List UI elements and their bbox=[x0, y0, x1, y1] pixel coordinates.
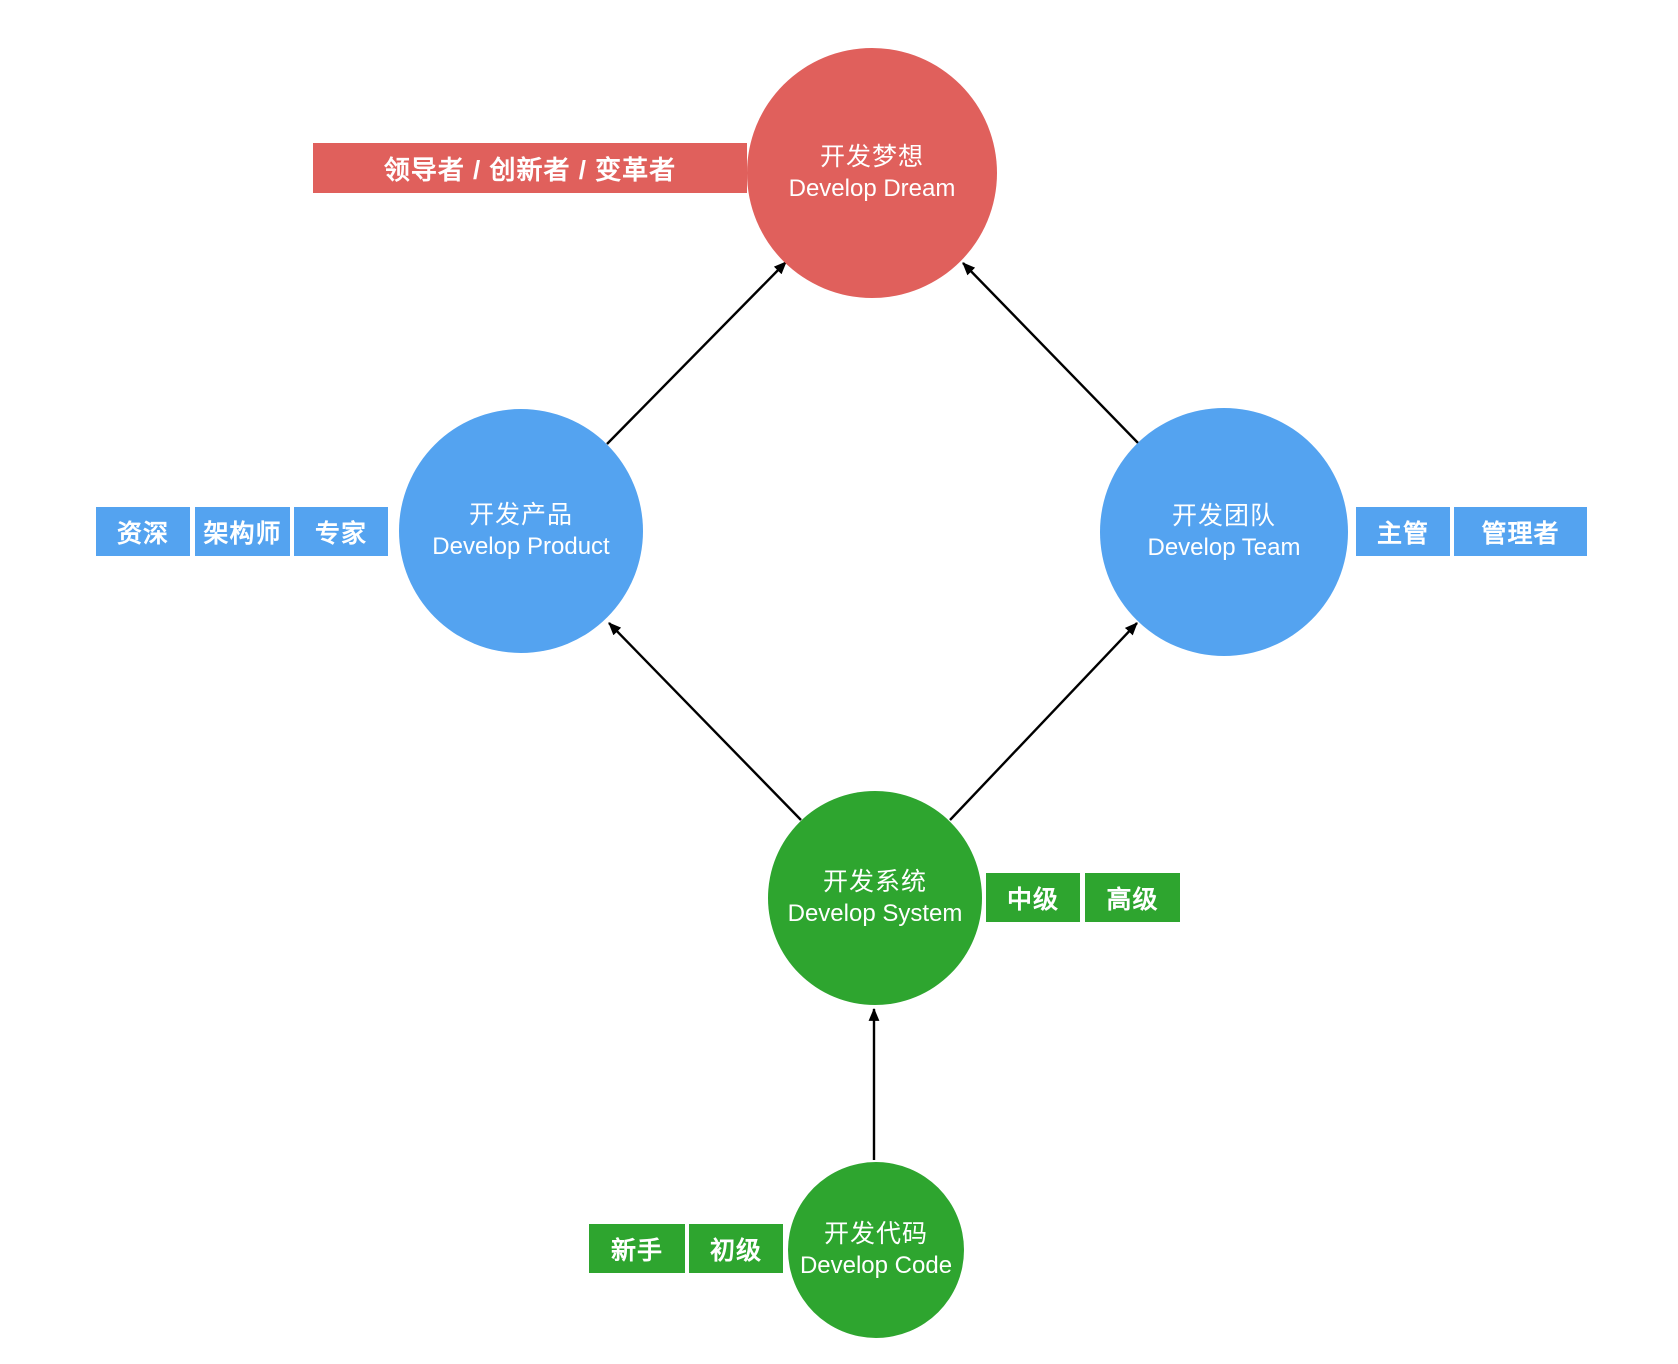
tag-team-role-manager: 管理者 bbox=[1454, 507, 1587, 556]
node-develop-team: 开发团队 Develop Team bbox=[1100, 408, 1348, 656]
tag-dream-roles: 领导者 / 创新者 / 变革者 bbox=[313, 143, 747, 193]
tag-system-level-intermediate: 中级 bbox=[986, 873, 1080, 922]
tag-code-level-junior: 初级 bbox=[689, 1224, 783, 1273]
tag-team-role-supervisor: 主管 bbox=[1356, 507, 1450, 556]
node-develop-dream: 开发梦想 Develop Dream bbox=[747, 48, 997, 298]
node-develop-product-title-en: Develop Product bbox=[432, 533, 610, 560]
node-develop-dream-title-en: Develop Dream bbox=[788, 175, 956, 202]
node-develop-product-title-zh: 开发产品 bbox=[468, 501, 573, 529]
tag-product-role-expert: 专家 bbox=[294, 507, 388, 556]
node-develop-code: 开发代码 Develop Code bbox=[788, 1162, 964, 1338]
node-develop-system-title-zh: 开发系统 bbox=[822, 868, 927, 896]
arrow-team-to-dream bbox=[962, 262, 1141, 446]
node-develop-team-title-zh: 开发团队 bbox=[1171, 502, 1276, 530]
tag-product-role-senior: 资深 bbox=[96, 507, 190, 556]
node-develop-system: 开发系统 Develop System bbox=[768, 791, 982, 1005]
node-develop-code-title-zh: 开发代码 bbox=[823, 1220, 928, 1248]
arrow-product-to-dream bbox=[606, 261, 787, 445]
arrow-system-to-team bbox=[949, 622, 1138, 821]
arrow-system-to-product bbox=[608, 622, 802, 821]
node-develop-system-title-en: Develop System bbox=[787, 900, 963, 927]
tag-code-level-novice: 新手 bbox=[589, 1224, 685, 1273]
node-develop-product: 开发产品 Develop Product bbox=[399, 409, 643, 653]
node-develop-team-title-en: Develop Team bbox=[1147, 534, 1301, 561]
tag-system-level-advanced: 高级 bbox=[1085, 873, 1180, 922]
node-develop-code-title-en: Develop Code bbox=[799, 1252, 953, 1279]
node-develop-dream-title-zh: 开发梦想 bbox=[819, 143, 924, 171]
tag-product-role-architect: 架构师 bbox=[195, 507, 290, 556]
